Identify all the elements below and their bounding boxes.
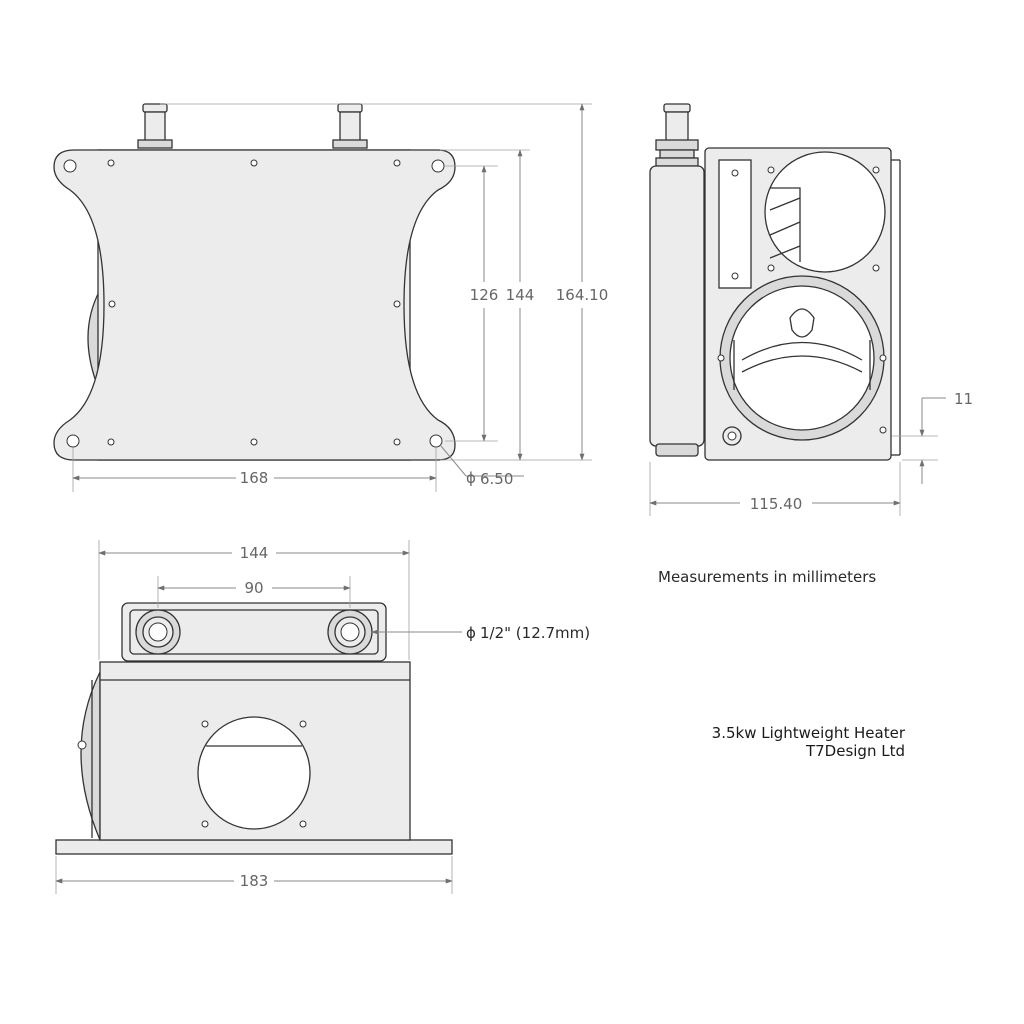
dim-side-offset: 11 (892, 390, 973, 484)
bottom-pipe-right (327, 609, 373, 655)
dim-label-115-40: 115.40 (750, 495, 803, 513)
side-label-plate (718, 159, 752, 289)
side-view (649, 103, 901, 461)
dim-label-11: 11 (954, 390, 973, 408)
dim-side-depth: 115.40 (649, 462, 901, 516)
bottom-fan-housing (80, 671, 101, 841)
front-pipe-right (332, 103, 368, 149)
front-corner-hole-bl (66, 434, 80, 448)
dim-mount-hole: ϕ 6.50 (440, 445, 524, 488)
company-name: T7Design Ltd (805, 742, 905, 760)
dim-label-pipe-diameter: 1/2" (12.7mm) (480, 624, 590, 642)
side-fan-opening (729, 285, 875, 431)
dim-label-168: 168 (240, 469, 269, 487)
front-pipe-left (137, 103, 173, 149)
front-corner-hole-br (429, 434, 443, 448)
diameter-symbol: ϕ (466, 469, 476, 487)
dim-bottom-width: 144 (98, 540, 410, 660)
dim-label-144: 144 (506, 286, 535, 304)
bottom-pipe-left (135, 609, 181, 655)
dim-front-heights: 126 144 164.10 (160, 103, 609, 461)
front-corner-hole-tl (63, 159, 77, 173)
diameter-symbol-pipe: ϕ (466, 624, 476, 642)
dim-label-144-bottom: 144 (240, 544, 269, 562)
front-corner-hole-tr (431, 159, 445, 173)
dim-label-183: 183 (240, 872, 269, 890)
dim-front-width: 168 (72, 448, 437, 492)
bottom-base-plate (55, 839, 453, 855)
front-screw-holes (107, 159, 401, 446)
bottom-opening (197, 716, 311, 830)
dim-label-90: 90 (244, 579, 263, 597)
dim-label-6-50: 6.50 (480, 470, 513, 488)
front-mounting-plate (53, 149, 456, 461)
dim-label-126: 126 (470, 286, 499, 304)
side-fan-nozzle (789, 308, 815, 338)
dim-pipe-spacing: 90 (157, 576, 351, 608)
product-name: 3.5kw Lightweight Heater (712, 724, 906, 742)
side-exchanger (649, 165, 705, 447)
side-upper-opening (764, 151, 886, 273)
dim-pipe-diameter: ϕ 1/2" (12.7mm) (371, 624, 590, 642)
units-note: Measurements in millimeters (658, 568, 876, 586)
dim-label-164-10: 164.10 (556, 286, 609, 304)
dim-base-width: 183 (55, 856, 453, 894)
bottom-view (55, 602, 453, 855)
front-view (53, 103, 456, 461)
